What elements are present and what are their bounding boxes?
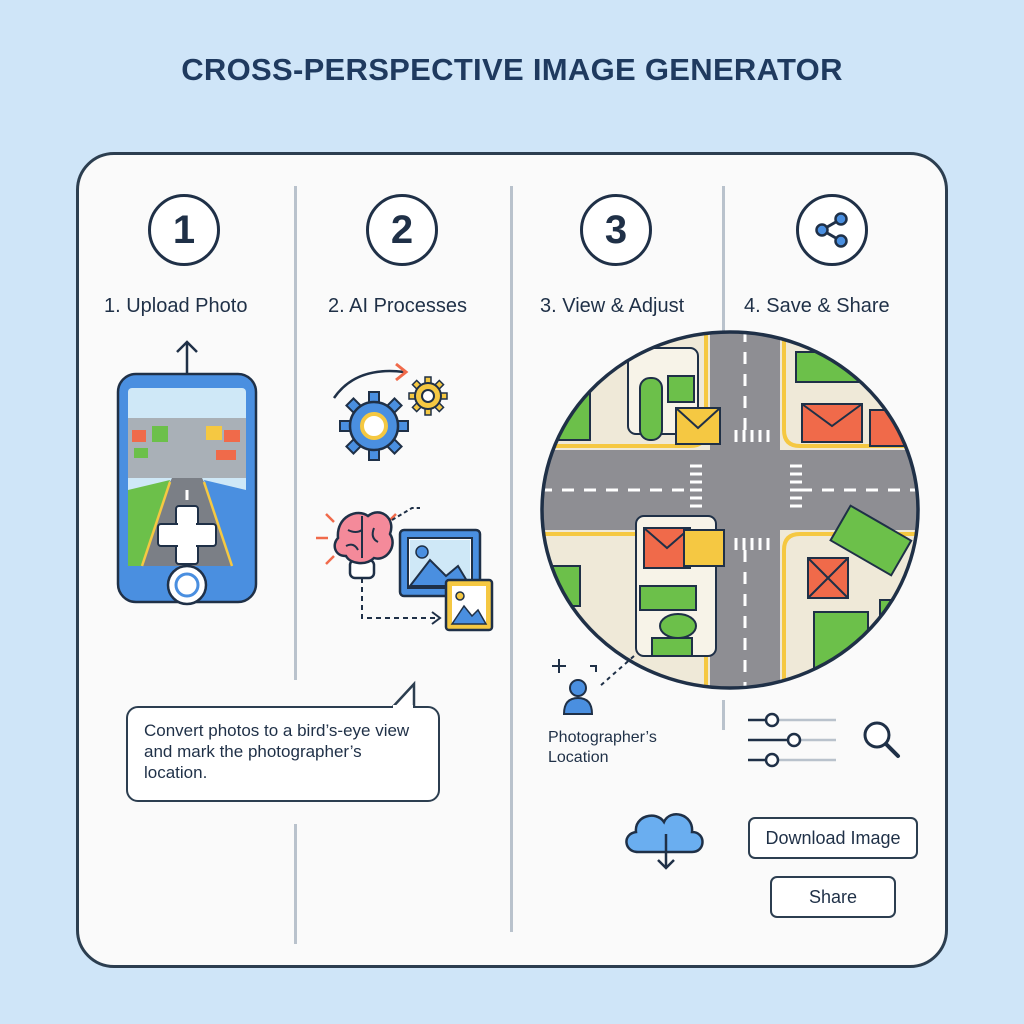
share-step-icon[interactable] (796, 194, 868, 266)
brain-image-icon (316, 507, 494, 632)
birds-eye-map[interactable] (540, 330, 920, 690)
step-3-number: 3 (580, 194, 652, 266)
divider-2 (510, 186, 513, 932)
step-3-label: 3. View & Adjust (540, 295, 685, 317)
callout-text: Convert photos to a bird’s-eye view and … (144, 721, 410, 782)
photographer-location-label: Photographer’s Location (548, 729, 657, 766)
share-icon (815, 212, 848, 248)
gears-icon (332, 362, 448, 461)
zoom-search-icon[interactable] (860, 718, 904, 762)
step-2-label: 2. AI Processes (328, 295, 467, 317)
phone-upload-illustration[interactable] (112, 340, 262, 610)
step-4-label: 4. Save & Share (744, 295, 890, 317)
callout-bubble: Convert photos to a bird’s-eye view and … (126, 706, 440, 802)
step-1-number: 1 (148, 194, 220, 266)
divider-1 (294, 186, 297, 680)
page-title: CROSS-PERSPECTIVE IMAGE GENERATOR (181, 52, 843, 87)
download-image-button[interactable]: Download Image (748, 817, 918, 859)
callout-tail-mask (393, 705, 413, 709)
photographer-marker-icon (552, 655, 635, 715)
adjustment-sliders-icon[interactable] (748, 712, 840, 768)
step-1-label: 1. Upload Photo (104, 295, 248, 317)
divider-3 (722, 186, 725, 336)
share-button[interactable]: Share (770, 876, 896, 918)
divider-3-lower (722, 700, 725, 730)
step-2-number: 2 (366, 194, 438, 266)
divider-1-lower (294, 824, 297, 944)
cloud-download-icon[interactable] (620, 802, 710, 872)
